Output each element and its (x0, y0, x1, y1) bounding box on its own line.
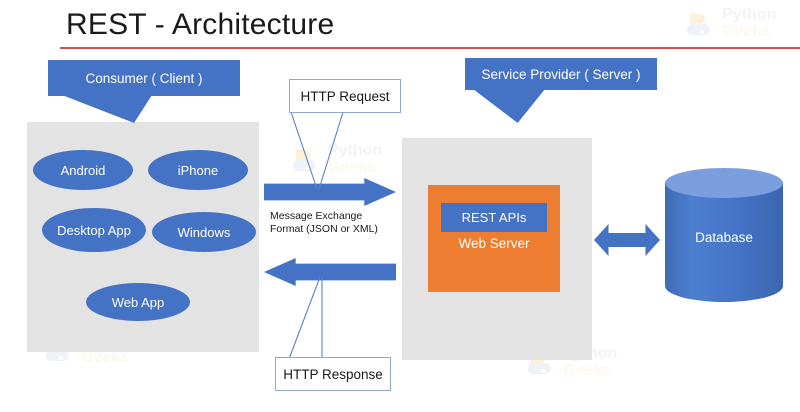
client-device-android[interactable]: Android (33, 150, 133, 190)
callout-consumer: Consumer ( Client ) (48, 60, 240, 123)
database-cylinder: Database (665, 168, 783, 316)
database-top-ellipse (665, 168, 783, 198)
client-device-label: iPhone (177, 162, 219, 178)
http-response-leader-line (275, 277, 335, 361)
client-device-web-app[interactable]: Web App (86, 283, 190, 321)
python-geeks-logo-icon (686, 14, 710, 35)
callout-server-label: Service Provider ( Server ) (465, 58, 657, 90)
web-server-box (428, 185, 560, 292)
callout-tail (473, 89, 545, 123)
http-request-box: HTTP Request (289, 79, 401, 113)
client-device-label: Android (60, 162, 106, 178)
callout-server: Service Provider ( Server ) (465, 58, 657, 124)
client-device-desktop-app[interactable]: Desktop App (42, 208, 146, 252)
client-device-label: Web App (111, 294, 165, 310)
client-device-iphone[interactable]: iPhone (148, 150, 248, 190)
message-exchange-format-label: Message Exchange Format (JSON or XML) (270, 210, 378, 235)
database-label: Database (695, 230, 753, 245)
database-body (665, 182, 783, 302)
arrow-left-right-icon (594, 224, 660, 256)
page-title: REST - Architecture (66, 8, 335, 41)
http-request-leader-line (289, 109, 349, 191)
client-device-label: Windows (177, 224, 231, 240)
callout-tail (62, 95, 152, 123)
callout-consumer-label: Consumer ( Client ) (48, 60, 240, 96)
rest-apis-box[interactable]: REST APIs (441, 203, 547, 232)
client-device-label: Desktop App (57, 222, 131, 238)
title-divider (60, 47, 800, 49)
client-device-windows[interactable]: Windows (152, 212, 256, 252)
web-server-label: Web Server (458, 236, 530, 251)
http-response-box: HTTP Response (275, 357, 391, 391)
